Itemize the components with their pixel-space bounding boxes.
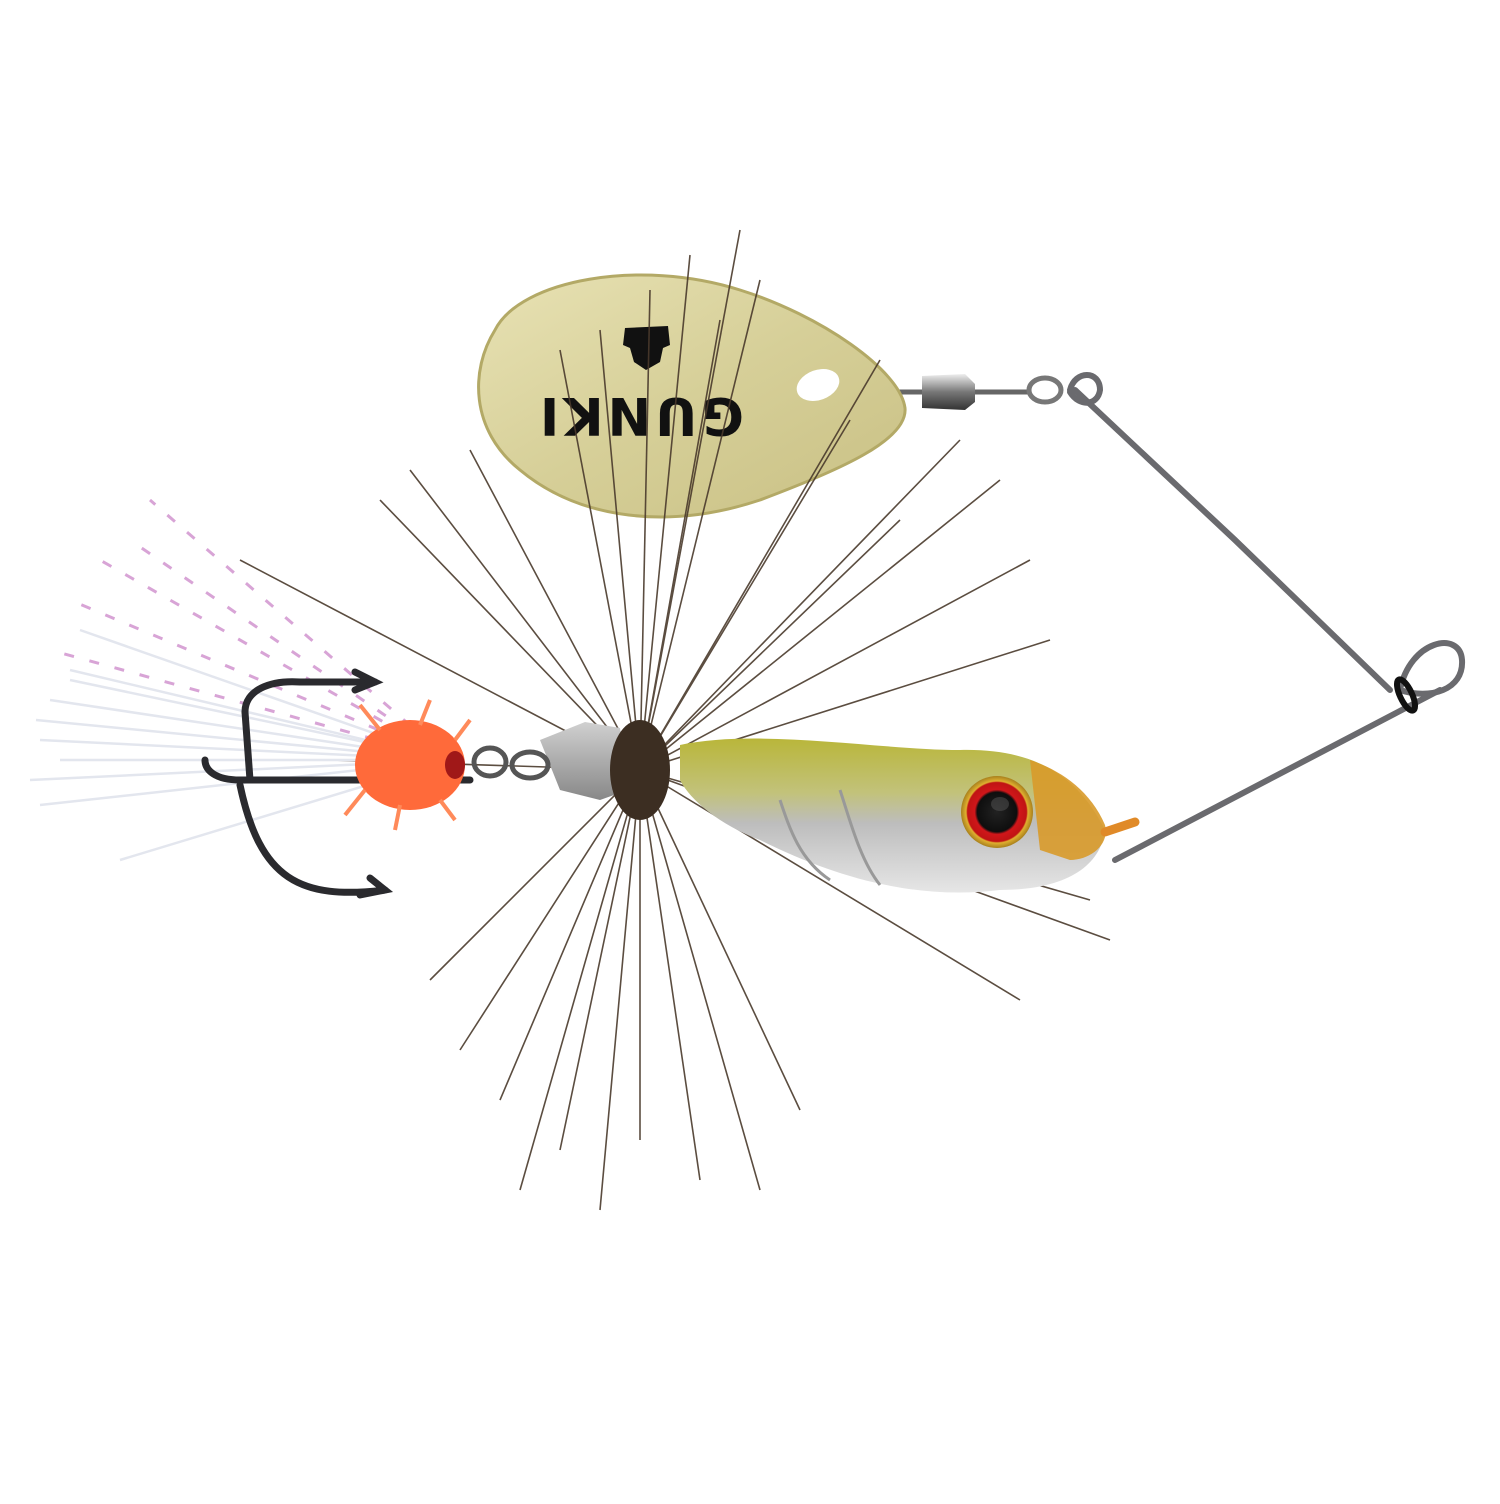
wire-arm	[1067, 372, 1466, 863]
skull-icon	[623, 326, 670, 370]
o-ring	[1393, 676, 1419, 714]
skirt-collar	[610, 720, 670, 820]
lure-eye	[961, 776, 1033, 848]
tail-collar	[343, 699, 472, 831]
tail-flash-strands	[49, 498, 451, 762]
blade-brand-text: GUNKI	[536, 385, 744, 445]
split-rings	[471, 745, 551, 781]
lure-head	[540, 722, 1140, 893]
spinner-blade: GUNKI	[477, 273, 907, 519]
treble-hook	[201, 668, 474, 899]
